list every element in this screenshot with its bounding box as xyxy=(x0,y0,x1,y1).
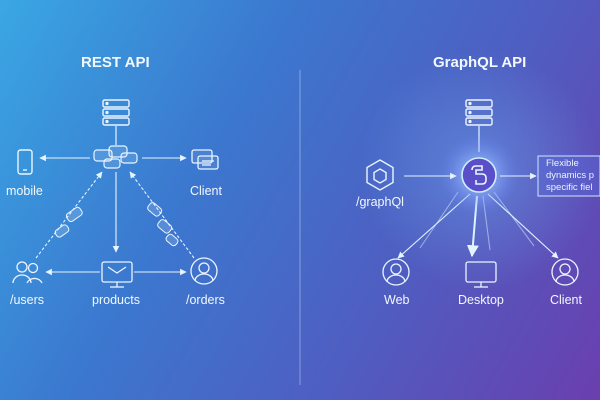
graphql-hub-icon xyxy=(461,157,497,193)
rest-arrows xyxy=(35,154,195,276)
rest-label-mobile: mobile xyxy=(6,184,43,198)
rest-title: REST API xyxy=(81,54,150,71)
graphql-label-web: Web xyxy=(384,293,410,307)
rest-server-icon xyxy=(102,99,130,126)
rest-label-products: products xyxy=(92,293,140,307)
rest-hub-icon xyxy=(93,145,138,169)
client-chat-icon xyxy=(191,149,219,170)
web-user-icon xyxy=(382,258,410,286)
mobile-icon xyxy=(17,149,33,175)
arrow-orders-to-hub xyxy=(129,171,195,259)
products-monitor-icon xyxy=(101,261,133,288)
graphql-note: Flexible dynamics p specific fiel xyxy=(546,158,600,194)
arrow-users-to-hub xyxy=(35,171,103,259)
graphql-label-endpoint: /graphQl xyxy=(356,195,404,209)
note-line-2: dynamics p xyxy=(546,170,595,181)
orders-user-icon xyxy=(190,257,218,285)
note-line-1: Flexible xyxy=(546,158,579,169)
rest-message-bubbles xyxy=(54,202,179,247)
graphql-endpoint-icon xyxy=(366,159,394,191)
client-user-icon xyxy=(551,258,579,286)
rest-label-client: Client xyxy=(190,184,222,198)
users-icon xyxy=(12,261,43,284)
graphql-label-desktop: Desktop xyxy=(458,293,504,307)
rest-label-orders: /orders xyxy=(186,293,225,307)
rest-label-users: /users xyxy=(10,293,45,307)
graphql-label-client: Client xyxy=(550,293,582,307)
note-line-3: specific fiel xyxy=(546,182,593,193)
graphql-server-icon xyxy=(465,99,493,126)
desktop-monitor-icon xyxy=(465,261,497,288)
note-callout-box xyxy=(537,155,600,197)
graphql-title: GraphQL API xyxy=(433,54,527,71)
